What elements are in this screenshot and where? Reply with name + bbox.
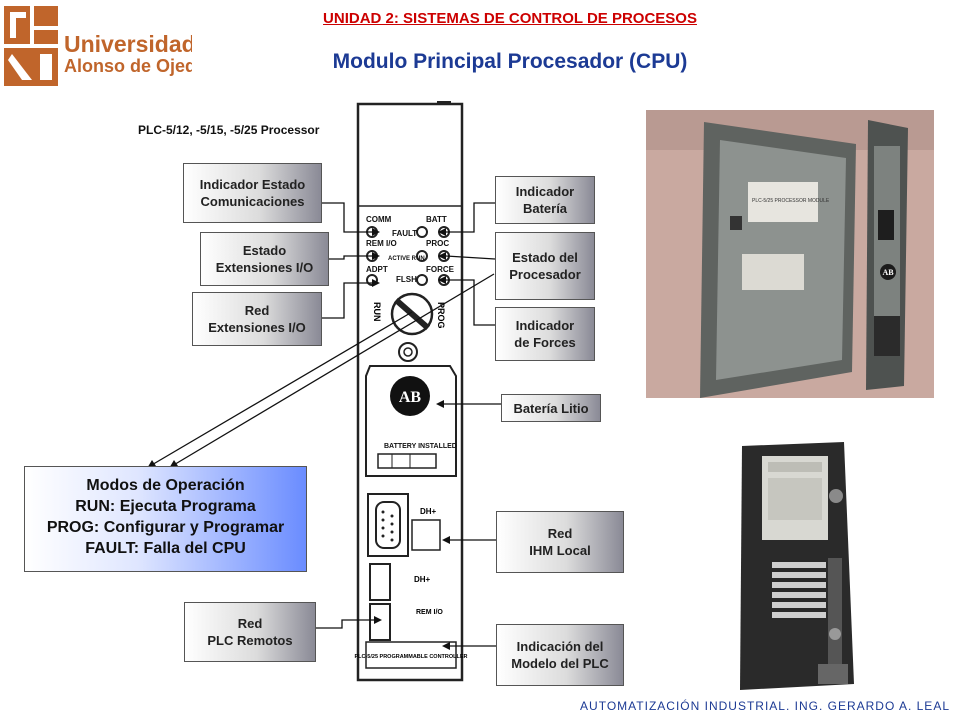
diagram-brand: AB [399,389,422,406]
mode-fault: FAULT: Falla del CPU [85,540,246,557]
led-label-flsh: FLSH [396,275,417,284]
callout-processor-status-l2: Procesador [509,267,581,282]
callout-lithium-battery: Batería Litio [501,394,601,422]
university-logo: Universidad Alonso de Ojeda [4,6,192,86]
callout-plc-model: Indicación del Modelo del PLC [496,624,624,686]
plc-module-photo: PLC-5/25 PROCESSOR MODULE AB [646,110,934,398]
port-label-dh1: DH+ [420,507,437,516]
callout-remote-plc: Red PLC Remotos [184,602,316,662]
callout-lithium-battery-l1: Batería Litio [513,400,589,416]
mode-prog: PROG: Configurar y Programar [46,519,285,536]
unit-title: UNIDAD 2: SISTEMAS DE CONTROL DE PROCESO… [323,10,697,27]
callout-remote-plc-l1: Red [237,616,263,631]
callout-io-ext-network-l1: Red [244,303,270,318]
led-label-force: FORCE [426,265,455,274]
callout-battery-indicator-l1: Indicador [515,184,575,199]
callout-processor-status: Estado del Procesador [495,232,595,300]
callout-processor-status-l1: Estado del [512,250,578,265]
led-label-batt: BATT [426,215,447,224]
module-bottom-label: PLC-5/25 PROGRAMMABLE CONTROLLER [354,654,467,660]
led-label-comm: COMM [366,215,392,224]
callout-io-ext-network-l2: Extensiones I/O [208,320,306,335]
callout-local-hmi-l1: Red [547,526,573,541]
photo-module-plate: PLC-5/25 PROCESSOR MODULE [752,198,830,204]
callout-forces-indicator: Indicador de Forces [495,307,595,361]
photo-ab-logo: AB [882,268,894,277]
callout-remote-plc-l2: PLC Remotos [207,633,293,648]
port-label-dh2: DH+ [414,575,431,584]
operation-modes-box: Modos de Operación RUN: Ejecuta Programa… [24,466,307,572]
callout-io-ext-status: Estado Extensiones I/O [200,232,329,286]
modes-title: Modos de Operación [86,477,245,494]
callout-io-ext-status-l1: Estado [242,243,287,258]
callout-comm-status-l1: Indicador Estado [199,177,306,192]
battery-label: BATTERY INSTALLED [384,443,457,450]
callout-battery-indicator-l2: Batería [522,201,568,216]
callout-io-ext-status-l2: Extensiones I/O [215,260,314,275]
callout-comm-status: Indicador Estado Comunicaciones [183,163,322,223]
callout-comm-status-l2: Comunicaciones [200,194,305,209]
callout-plc-model-l1: Indicación del [516,639,604,654]
callout-plc-model-l2: Modelo del PLC [511,656,609,671]
plc-front-photo [732,438,864,692]
ab-logo-icon [390,376,430,416]
logo-line1: Universidad [64,31,192,57]
led-label-adpt: ADPT [366,265,388,274]
callout-io-ext-network: Red Extensiones I/O [192,292,322,346]
processor-title: PLC-5/12, -5/15, -5/25 Processor [138,123,320,137]
callout-forces-indicator-l1: Indicador [515,318,575,333]
callout-battery-indicator: Indicador Batería [495,176,595,224]
processor-diagram: PLC-5/12, -5/15, -5/25 Processor COMM FA… [138,101,468,682]
callout-local-hmi-l2: IHM Local [529,543,591,558]
keyswitch-prog-label: PROG [436,302,446,329]
port-label-remio: REM I/O [416,609,443,616]
page-title: Modulo Principal Procesador (CPU) [332,50,688,73]
callout-local-hmi: Red IHM Local [496,511,624,573]
logo-line2: Alonso de Ojeda [64,56,192,76]
led-label-proc: PROC [426,239,449,248]
led-label-remio: REM I/O [366,239,397,248]
keyswitch-run-label: RUN [372,302,382,322]
led-label-fault: FAULT [392,229,417,238]
callout-forces-indicator-l2: de Forces [514,335,576,350]
mode-run: RUN: Ejecuta Programa [75,498,256,515]
led-label-active-run: ACTIVE RUN [388,256,425,262]
footer-credit: AUTOMATIZACIÓN INDUSTRIAL. ING. GERARDO … [580,699,950,713]
